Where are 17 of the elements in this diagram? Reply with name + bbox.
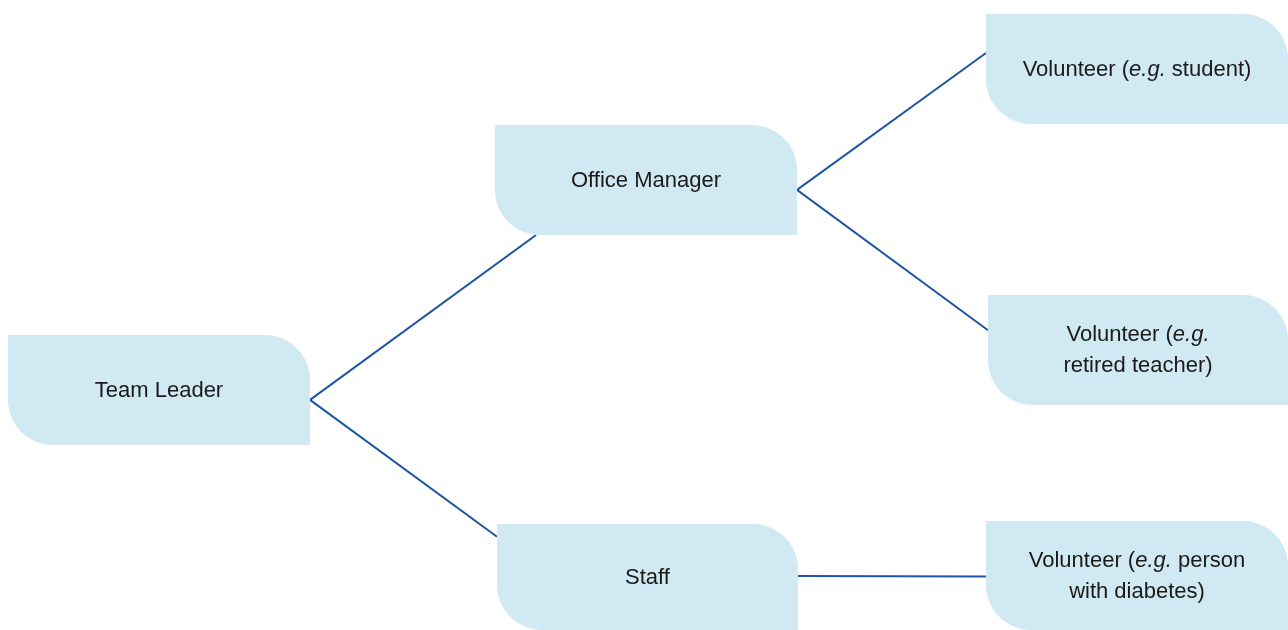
connector-line [309,234,538,401]
role-label: Office Manager [571,165,721,194]
role-box [986,14,1288,124]
role-label: Volunteer (e.g. retired teacher) [1062,320,1214,379]
role-box [497,524,798,630]
connector-line [796,52,987,191]
connector-line [309,398,498,538]
role-box [8,335,310,445]
role-box [495,125,797,235]
role-label: Staff [625,562,670,591]
role-label: Volunteer (e.g. person with diabetes) [1027,545,1247,605]
role-box [986,521,1288,630]
role-box [988,295,1288,405]
connector-line [796,188,989,332]
connector-line [797,574,987,578]
role-label: Team Leader [94,375,224,404]
role-label: Volunteer (e.g. student) [1022,54,1252,83]
